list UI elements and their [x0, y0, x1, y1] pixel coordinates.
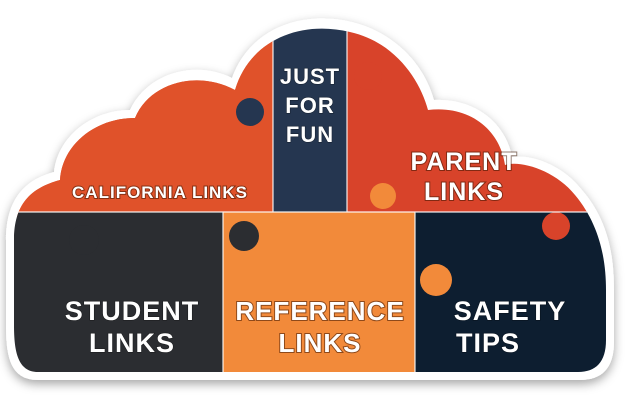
reference-links-tab-top	[370, 183, 396, 209]
student-links-tab-right	[229, 221, 259, 251]
california-links-label[interactable]: CALIFORNIA LINKS	[71, 182, 248, 203]
student-links-fill	[14, 212, 223, 373]
just-for-fun-label-line-1[interactable]: JUST	[279, 63, 340, 89]
parent-links-label-line-1[interactable]: PARENT	[410, 147, 518, 177]
reference-links-piece[interactable]	[223, 183, 415, 404]
safety-tips-label-line-1[interactable]: SAFETY	[453, 295, 567, 326]
reference-links-label-line-2[interactable]: LINKS	[278, 327, 362, 359]
student-links-piece[interactable]	[0, 212, 223, 404]
safety-tips-fill	[415, 212, 606, 373]
just-for-fun-fill	[273, 28, 347, 212]
safety-tips-piece[interactable]	[415, 212, 625, 404]
parent-links-label-line-2[interactable]: LINKS	[423, 177, 504, 207]
reference-links-tab-right	[420, 264, 452, 296]
student-links-tab-top	[69, 225, 99, 255]
student-links-label-line-1[interactable]: STUDENT	[64, 295, 200, 326]
parent-links-tab-left	[354, 62, 382, 90]
just-for-fun-label-line-3[interactable]: FUN	[285, 121, 334, 147]
student-links-label-line-2[interactable]: LINKS	[88, 327, 175, 358]
parent-links-tab-bottom	[542, 212, 570, 240]
reference-links-label-line-1[interactable]: REFERENCE	[234, 295, 404, 327]
just-for-fun-label-line-2[interactable]: FOR	[285, 92, 335, 118]
safety-tips-label-line-2[interactable]: TIPS	[455, 327, 520, 358]
just-for-fun-tab	[236, 98, 264, 126]
just-for-fun-piece[interactable]	[236, 0, 347, 212]
